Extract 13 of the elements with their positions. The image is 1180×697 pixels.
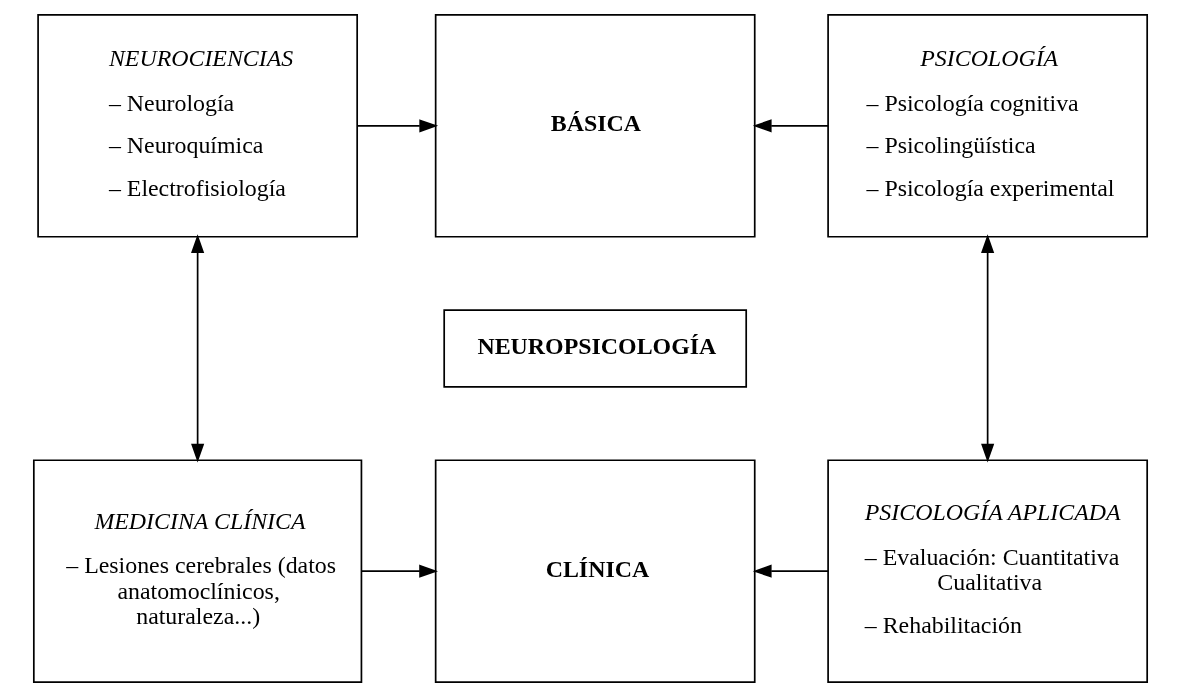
node-box: PSICOLOGÍA – Psicología cognitiva – Psicolingüística – Psicología experimental <box>826 14 1148 238</box>
node-box: MEDICINA CLÍNICA – Lesiones cerebrales (datos anatomoclínicos, naturaleza...) <box>32 459 362 683</box>
node-box: CLÍNICA <box>434 459 756 683</box>
node-box: NEUROCIENCIAS – Neurología – Neuroquímica – Electrofisiología <box>36 14 358 238</box>
node-box: BÁSICA <box>434 14 756 238</box>
arrow <box>980 234 994 463</box>
arrow <box>360 564 438 578</box>
arrow <box>190 234 204 463</box>
arrow <box>356 119 438 133</box>
node-box: NEUROPSICOLOGÍA <box>442 309 747 388</box>
arrow <box>752 119 829 133</box>
node-box: PSICOLOGÍA APLICADA – Evaluación: Cuantitativa Cualitativa – Rehabilitación <box>826 459 1148 683</box>
arrow <box>752 564 829 578</box>
